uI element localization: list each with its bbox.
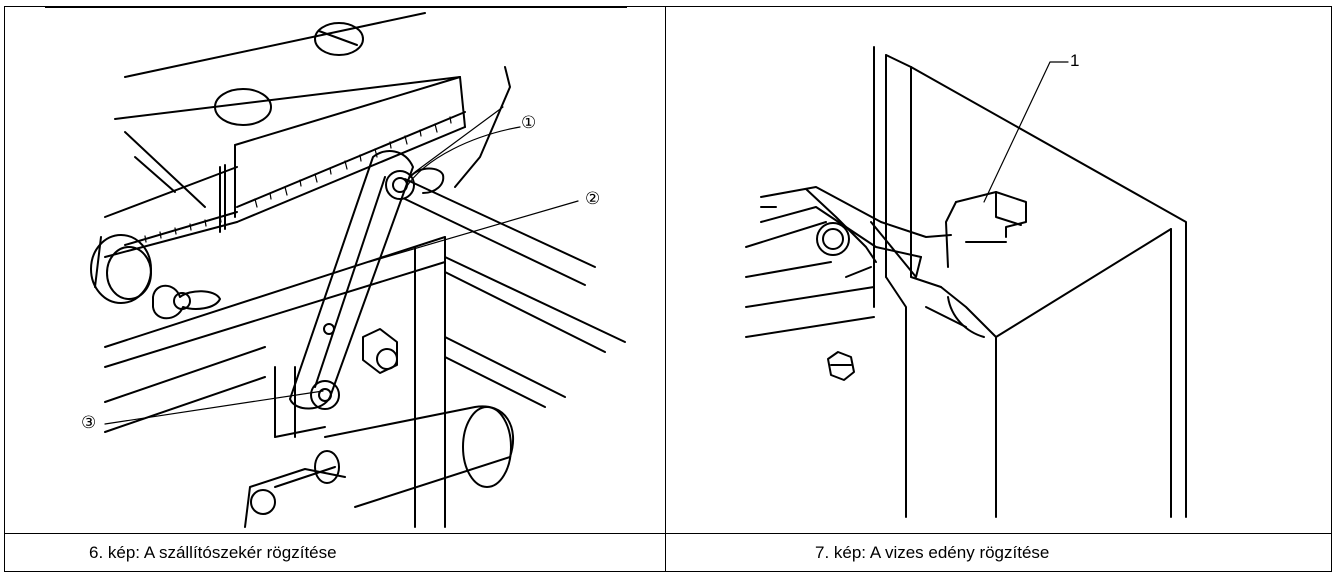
figure-6-caption: 6. kép: A szállítószekér rögzítése <box>89 543 337 562</box>
caption-cell-6: 6. kép: A szállítószekér rögzítése <box>4 533 666 572</box>
callout-2: ② <box>585 189 601 208</box>
figure-7-cell: 1 <box>665 6 1332 534</box>
nut-lower <box>827 351 855 381</box>
roller <box>324 405 515 508</box>
screw-head-top <box>314 22 364 56</box>
caption-cell-7: 7. kép: A vizes edény rögzítése <box>665 533 1332 572</box>
callout-label-1: 1 <box>1070 51 1080 70</box>
top-border-line <box>45 7 627 8</box>
water-container <box>910 66 1187 518</box>
figure-7-drawing <box>745 46 1187 518</box>
figure-6-drawing <box>90 12 626 528</box>
callout-3: ③ <box>81 413 97 432</box>
clip <box>955 191 1027 238</box>
figure-table: ① ② ③ <box>4 6 1332 572</box>
bolt-head <box>816 222 850 256</box>
callout-1: ① <box>521 113 537 132</box>
hole-top <box>214 88 272 126</box>
figure-7-caption: 7. kép: A vizes edény rögzítése <box>815 543 1050 562</box>
figure-6-cell: ① ② ③ <box>4 6 666 534</box>
